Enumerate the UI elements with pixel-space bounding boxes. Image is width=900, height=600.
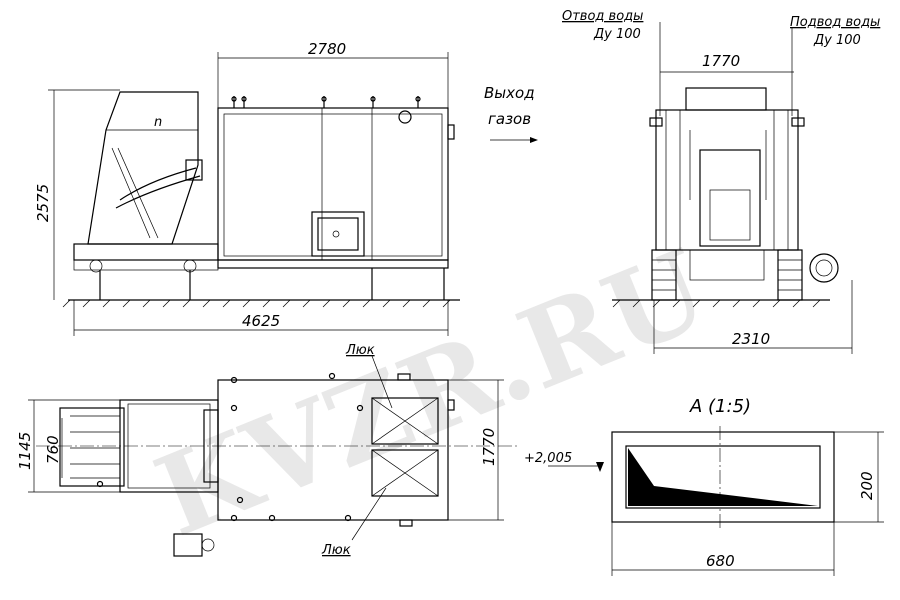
svg-text:n: n [154, 115, 162, 130]
detail-dim-height: 200 [858, 471, 876, 500]
side-dim-width-top: 1770 [702, 52, 740, 70]
plan-dim-feeder-outer: 1145 [16, 432, 34, 470]
hatch-bottom-label: Люк [321, 543, 351, 558]
plan-dim-width: 1770 [480, 428, 498, 466]
side-view: Отвод воды Ду 100 Подвод воды Ду 100 177… [562, 9, 880, 354]
plan-view: Люк Люк 1770 1145 760 [16, 343, 520, 558]
dim-length-bottom: 4625 [242, 312, 280, 330]
detail-title: А (1:5) [689, 396, 751, 417]
dim-height: 2575 [34, 184, 52, 222]
water-outlet-label-2: Ду 100 [593, 27, 641, 42]
hatch-top-label: Люк [345, 343, 375, 358]
watermark: KVZR.RU [139, 225, 724, 561]
detail-dim-width: 680 [706, 552, 735, 570]
water-inlet-label-2: Ду 100 [813, 33, 861, 48]
plan-dim-feeder-inner: 760 [44, 435, 62, 464]
water-inlet-label-1: Подвод воды [790, 15, 880, 30]
gas-outlet-label-1: Выход [484, 84, 535, 102]
side-dim-width-bottom: 2310 [732, 330, 770, 348]
dim-length-top: 2780 [308, 40, 346, 58]
front-view: n 2780 4625 2575 Выход газов [34, 40, 538, 336]
gas-outlet-label-2: газов [488, 110, 531, 128]
detail-level-mark: +2,005 [524, 451, 572, 466]
water-outlet-label-1: Отвод воды [562, 9, 643, 24]
detail-view: А (1:5) +2,005 200 680 [524, 396, 884, 576]
